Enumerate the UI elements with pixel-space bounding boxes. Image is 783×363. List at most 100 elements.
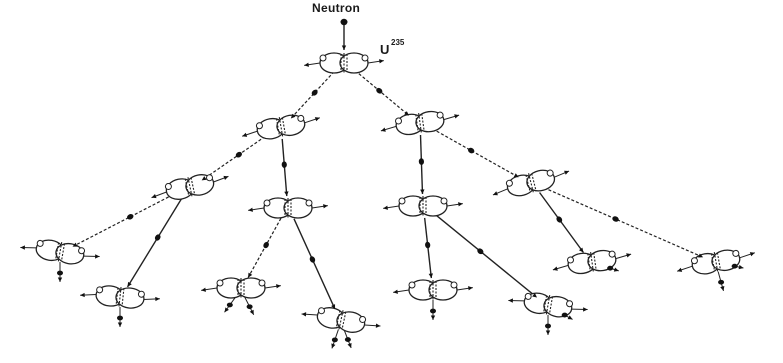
fissioning-nucleus bbox=[264, 198, 312, 218]
fragment-ring bbox=[567, 257, 574, 264]
fragment-ring bbox=[409, 282, 415, 288]
isotope-label: U bbox=[380, 42, 389, 57]
arrow-head bbox=[508, 298, 513, 302]
arrow-head bbox=[242, 133, 247, 137]
fragment-ring bbox=[441, 198, 447, 204]
fragment-ring bbox=[399, 198, 405, 204]
emitted-neutron-dot bbox=[227, 303, 233, 308]
arrow-head bbox=[342, 45, 346, 50]
fragment-ring bbox=[138, 291, 145, 298]
neutron-dot bbox=[235, 151, 243, 159]
neutron-dot bbox=[467, 147, 475, 155]
emitted-neutron-dot bbox=[718, 280, 724, 285]
arrow-head bbox=[331, 343, 335, 348]
neutron-path bbox=[355, 70, 409, 115]
arrow-head bbox=[248, 208, 253, 212]
emitted-neutron-dot bbox=[607, 266, 613, 271]
arrow-head bbox=[379, 59, 384, 63]
fragment-ring bbox=[362, 55, 368, 61]
fissioning-nucleus bbox=[217, 278, 265, 298]
emitted-neutron-dot bbox=[732, 264, 738, 269]
arrow-head bbox=[118, 322, 122, 327]
emitted-neutron-dot bbox=[57, 271, 63, 276]
neutron-dot bbox=[281, 161, 287, 168]
neutron-path bbox=[128, 197, 183, 287]
fragment-ring bbox=[732, 250, 739, 257]
arrow-head bbox=[315, 117, 320, 121]
arrow-head bbox=[514, 173, 519, 177]
neutron-path bbox=[202, 134, 270, 181]
emitted-neutron-dot bbox=[345, 337, 351, 342]
neutron-path bbox=[432, 129, 518, 178]
arrow-head bbox=[284, 191, 288, 196]
isotope-mass-number: 235 bbox=[391, 38, 405, 47]
emitted-neutron-dot bbox=[332, 337, 338, 342]
fragment-ring bbox=[320, 55, 326, 61]
fissioning-nuclei bbox=[35, 53, 742, 335]
arrow-head bbox=[750, 252, 755, 256]
fragment-ring bbox=[264, 200, 270, 206]
fragment-ring bbox=[256, 122, 263, 129]
arrow-head bbox=[739, 265, 744, 269]
fragment-ring bbox=[259, 280, 265, 286]
arrow-head bbox=[155, 297, 160, 301]
arrow-head bbox=[431, 315, 435, 320]
arrow-head bbox=[420, 189, 424, 194]
fragment-ring bbox=[451, 282, 457, 288]
fragment-ring bbox=[437, 112, 444, 119]
neutron-dot bbox=[419, 158, 424, 165]
emitted-neutron-dot bbox=[117, 316, 123, 321]
fragment-ring bbox=[566, 300, 573, 307]
fissioning-nucleus bbox=[691, 248, 742, 276]
fissioning-nucleus bbox=[320, 53, 368, 73]
incoming-neutron-dot bbox=[341, 19, 348, 25]
fragment-ring bbox=[217, 280, 223, 286]
neutron-dot bbox=[309, 255, 317, 263]
fissioning-nucleus bbox=[567, 249, 617, 275]
arrow-head bbox=[376, 324, 381, 328]
arrow-head bbox=[583, 307, 588, 311]
arrow-head bbox=[201, 288, 206, 292]
fragment-ring bbox=[297, 115, 304, 122]
fissioning-nucleus bbox=[256, 113, 307, 141]
arrow-head bbox=[458, 202, 463, 206]
fissioning-nucleus bbox=[95, 285, 145, 310]
neutron-dot bbox=[126, 213, 134, 221]
emitted-neutron-dot bbox=[247, 304, 253, 309]
fissioning-nucleus bbox=[35, 238, 86, 266]
arrow-head bbox=[468, 286, 473, 290]
emitted-neutron-dot bbox=[430, 309, 436, 314]
fissioning-nucleus bbox=[399, 196, 447, 216]
arrow-head bbox=[383, 206, 388, 210]
arrow-head bbox=[677, 268, 682, 272]
fragment-ring bbox=[609, 251, 616, 258]
neutron-dot bbox=[611, 215, 619, 222]
arrow-head bbox=[20, 245, 25, 249]
arrow-head bbox=[546, 330, 550, 335]
arrow-head bbox=[276, 284, 281, 288]
fragment-ring bbox=[525, 293, 532, 300]
emitted-neutron-dot bbox=[545, 324, 551, 329]
emitted-neutron-dot bbox=[562, 313, 568, 318]
fissioning-nucleus bbox=[505, 167, 556, 198]
fragment-ring bbox=[691, 257, 698, 264]
fragment-ring bbox=[395, 118, 402, 125]
arrow-head bbox=[95, 254, 100, 258]
fragment-ring bbox=[306, 200, 312, 206]
arrow-head bbox=[393, 290, 398, 294]
arrow-head bbox=[248, 273, 252, 278]
neutron-path bbox=[294, 219, 335, 309]
fissioning-nucleus bbox=[315, 305, 366, 335]
fissioning-nucleus bbox=[164, 172, 215, 202]
neutron-dot bbox=[425, 241, 431, 248]
arrow-head bbox=[304, 63, 309, 67]
fragment-ring bbox=[37, 240, 44, 247]
arrow-head bbox=[80, 293, 85, 297]
neutron-dot bbox=[154, 233, 162, 241]
arrow-head bbox=[225, 307, 229, 312]
neutron-path bbox=[248, 218, 281, 277]
neutron-label: Neutron bbox=[312, 1, 360, 15]
neutron-path bbox=[544, 188, 703, 258]
neutron-dot bbox=[262, 241, 270, 249]
